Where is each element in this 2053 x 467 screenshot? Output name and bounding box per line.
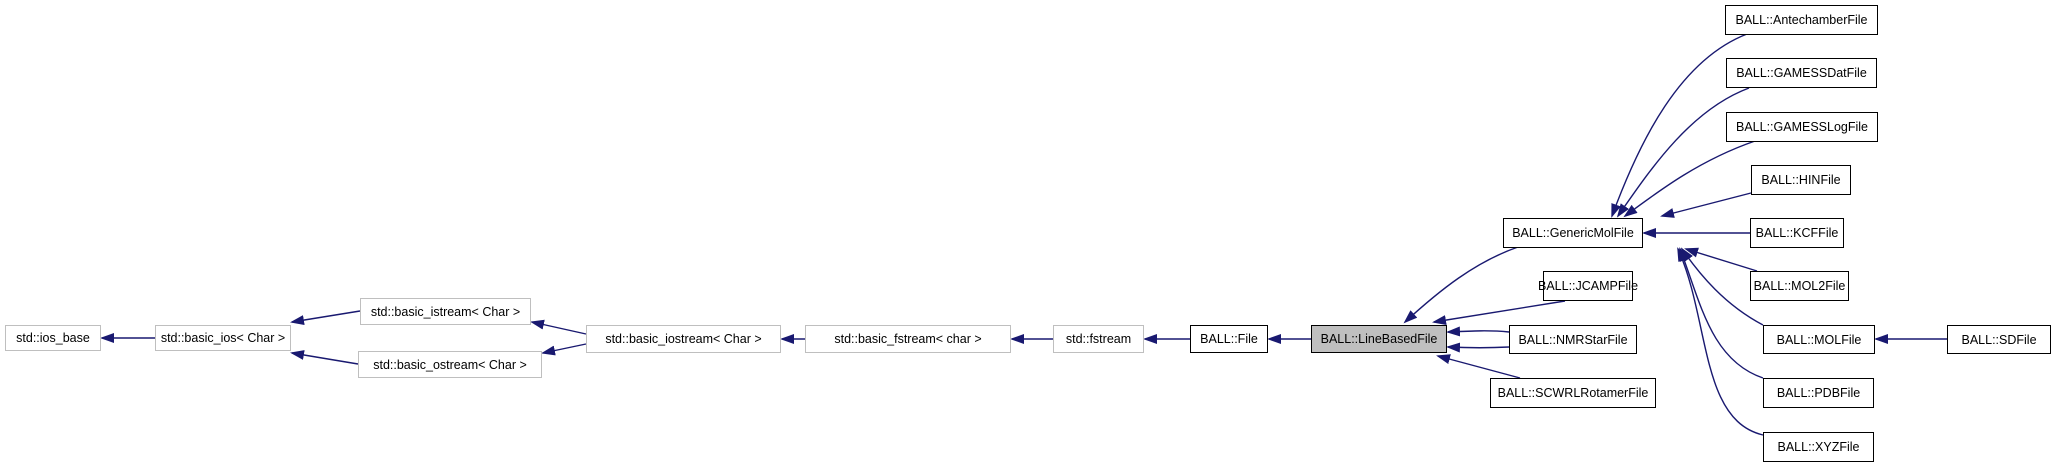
- node-label: BALL::MOLFile: [1776, 332, 1862, 347]
- node-ball-gamesslogfile[interactable]: BALL::GAMESSLogFile: [1726, 112, 1878, 142]
- node-ball-antechamberfile[interactable]: BALL::AntechamberFile: [1725, 5, 1878, 35]
- node-std-basic-ios[interactable]: std::basic_ios< Char >: [155, 325, 291, 351]
- node-ball-sdfile[interactable]: BALL::SDFile: [1947, 325, 2051, 354]
- node-ball-gamessdatfile[interactable]: BALL::GAMESSDatFile: [1726, 58, 1877, 88]
- edge-hin-to-genericmol: [1660, 192, 1752, 218]
- node-label: BALL::MOL2File: [1753, 279, 1846, 293]
- edge-iostream-to-istream: [530, 319, 587, 335]
- node-std-basic-ostream[interactable]: std::basic_ostream< Char >: [358, 351, 542, 378]
- node-ball-file[interactable]: BALL::File: [1190, 325, 1268, 353]
- node-ball-pdbfile[interactable]: BALL::PDBFile: [1763, 378, 1874, 408]
- node-label: BALL::LineBasedFile: [1320, 332, 1438, 346]
- node-label: std::basic_ostream< Char >: [373, 357, 527, 372]
- node-ball-scwrlrotamerfile[interactable]: BALL::SCWRLRotamerFile: [1490, 378, 1656, 408]
- edge-scwrl-to-linebased: [1436, 354, 1521, 379]
- node-label: std::ios_base: [16, 331, 90, 345]
- node-ball-molfile[interactable]: BALL::MOLFile: [1763, 325, 1875, 354]
- node-label: std::basic_ios< Char >: [160, 331, 286, 345]
- node-label: BALL::SDFile: [1961, 332, 2037, 347]
- edge-jcamp-to-linebased: [1432, 300, 1566, 326]
- node-label: std::basic_iostream< Char >: [605, 332, 762, 346]
- node-label: BALL::GAMESSLogFile: [1735, 120, 1868, 134]
- edge-gamessdat-to-genericmol: [1616, 87, 1750, 218]
- node-ball-nmrstarfile[interactable]: BALL::NMRStarFile: [1509, 325, 1637, 354]
- node-label: BALL::NMRStarFile: [1518, 332, 1628, 347]
- node-label: BALL::AntechamberFile: [1735, 13, 1868, 27]
- edge-xyz-to-genericmol: [1677, 247, 1764, 436]
- node-std-basic-istream[interactable]: std::basic_istream< Char >: [360, 298, 531, 325]
- node-label: BALL::GenericMolFile: [1512, 226, 1634, 240]
- node-ball-jcampfile[interactable]: BALL::JCAMPFile: [1538, 271, 1638, 301]
- node-label: BALL::XYZFile: [1777, 440, 1860, 454]
- edge-pdb-to-genericmol: [1679, 247, 1764, 379]
- node-std-basic-fstream[interactable]: std::basic_fstream< char >: [805, 325, 1011, 353]
- node-label: std::fstream: [1065, 332, 1132, 346]
- node-label: std::basic_fstream< char >: [834, 332, 982, 346]
- edge-iostream-to-ostream: [541, 343, 587, 356]
- node-label: std::basic_istream< Char >: [370, 304, 521, 319]
- node-label: BALL::SCWRLRotamerFile: [1497, 386, 1649, 400]
- edge-nmrstar-b-to-linebased: [1446, 342, 1510, 353]
- node-label: BALL::HINFile: [1761, 173, 1841, 187]
- edge-nmrstar-a-to-linebased: [1446, 326, 1510, 337]
- node-ball-genericmolfile[interactable]: BALL::GenericMolFile: [1503, 218, 1643, 248]
- node-label: BALL::PDBFile: [1776, 386, 1861, 400]
- edge-ostream-to-ios: [290, 350, 359, 365]
- edge-gamesslog-to-genericmol: [1623, 140, 1756, 218]
- node-ball-linebasedfile: BALL::LineBasedFile: [1311, 325, 1447, 353]
- edge-mol2-to-genericmol: [1684, 247, 1758, 272]
- node-label: BALL::JCAMPFile: [1537, 279, 1639, 293]
- edge-antechamber-to-genericmol: [1611, 33, 1748, 218]
- node-label: BALL::KCFFile: [1755, 226, 1839, 240]
- node-std-basic-iostream[interactable]: std::basic_iostream< Char >: [586, 325, 781, 353]
- edge-genericmol-to-linebased: [1403, 246, 1519, 324]
- node-std-fstream[interactable]: std::fstream: [1053, 325, 1144, 353]
- node-ball-kcffile[interactable]: BALL::KCFFile: [1750, 218, 1844, 248]
- node-label: BALL::File: [1200, 332, 1258, 346]
- edge-istream-to-ios: [290, 310, 361, 326]
- node-ball-mol2file[interactable]: BALL::MOL2File: [1750, 271, 1849, 301]
- node-ball-hinfile[interactable]: BALL::HINFile: [1751, 165, 1851, 195]
- node-std-ios-base[interactable]: std::ios_base: [5, 325, 101, 351]
- node-label: BALL::GAMESSDatFile: [1736, 66, 1867, 80]
- node-ball-xyzfile[interactable]: BALL::XYZFile: [1763, 432, 1874, 462]
